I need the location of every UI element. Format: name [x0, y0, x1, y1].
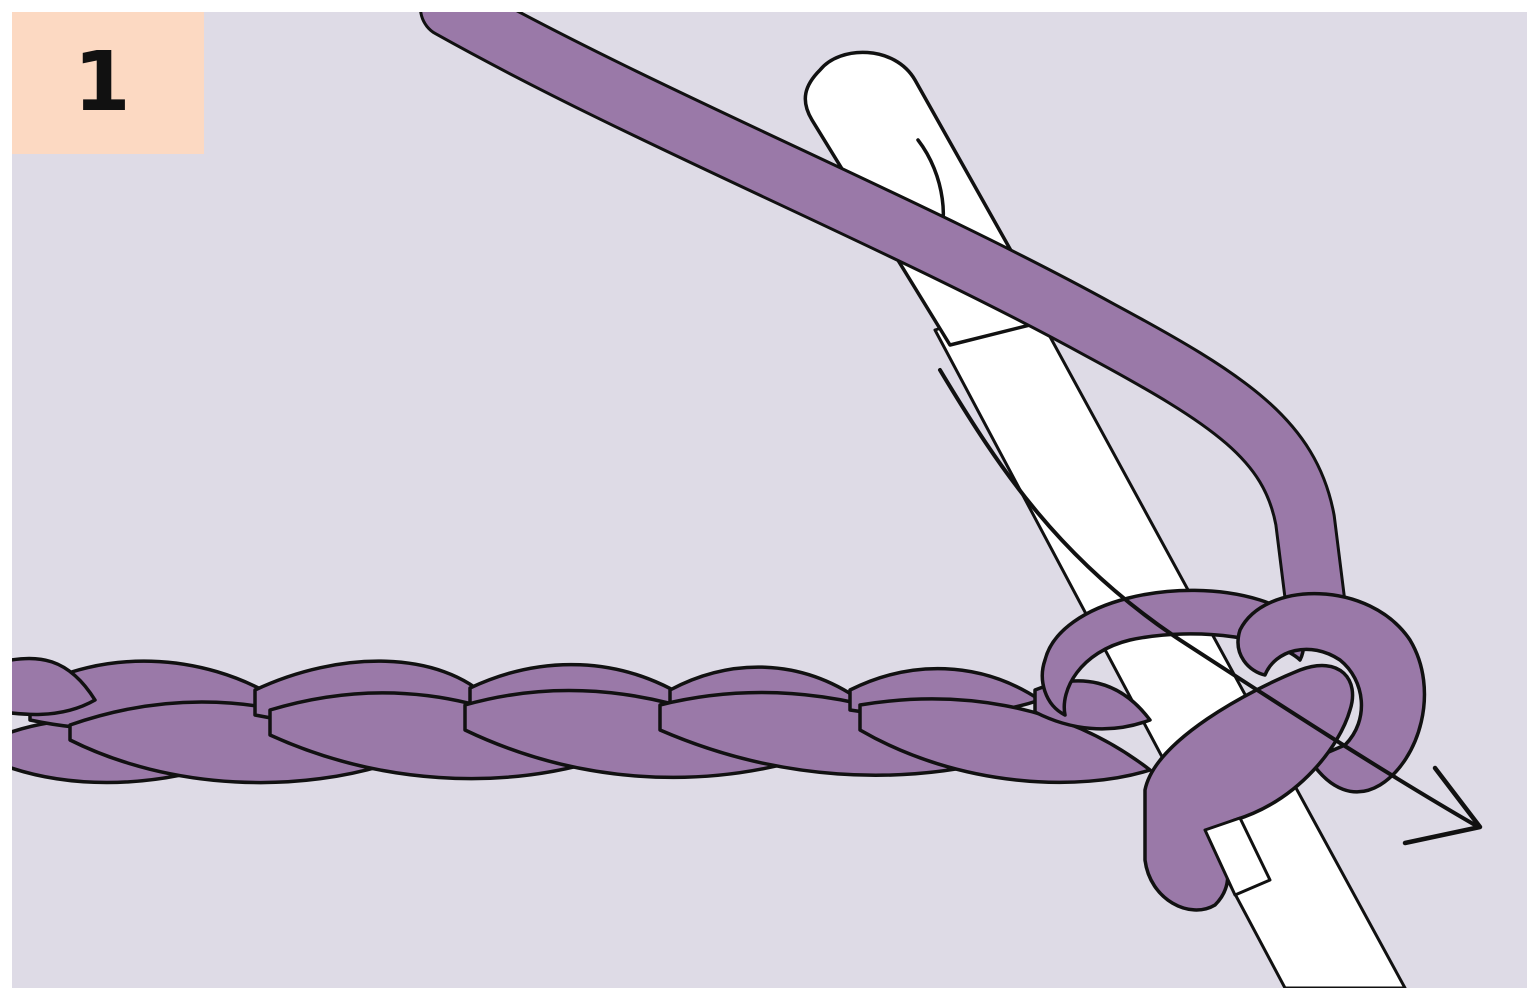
- foundation-chain: [0, 658, 1150, 782]
- step-number: 1: [73, 42, 130, 124]
- step-number-badge: 1: [12, 12, 204, 154]
